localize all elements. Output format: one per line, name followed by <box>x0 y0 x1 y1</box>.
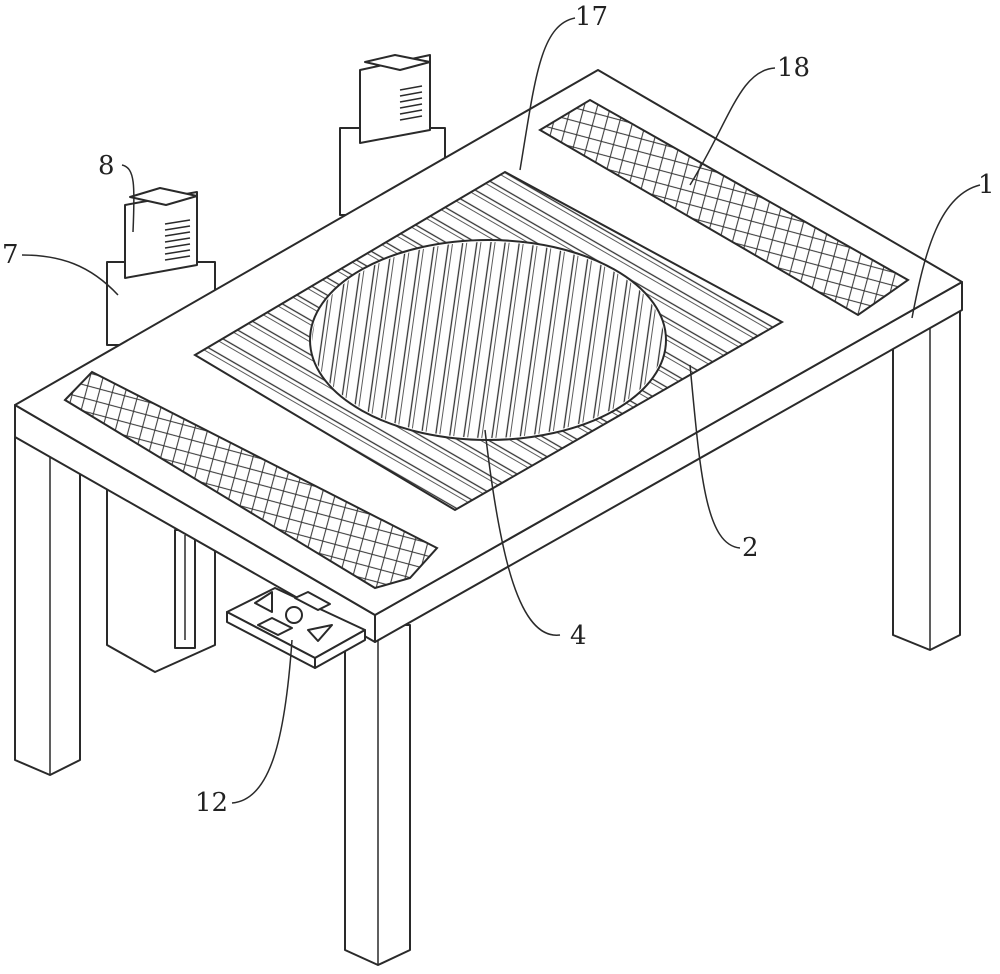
leg-front-left <box>15 435 80 775</box>
label-8: 8 <box>98 153 115 179</box>
label-4: 4 <box>570 623 587 649</box>
leg-right <box>893 310 960 650</box>
label-2: 2 <box>742 535 759 561</box>
label-12: 12 <box>195 790 228 816</box>
label-18: 18 <box>777 55 810 81</box>
label-1: 1 <box>978 172 995 198</box>
label-7: 7 <box>2 242 19 268</box>
label-17: 17 <box>575 4 608 30</box>
